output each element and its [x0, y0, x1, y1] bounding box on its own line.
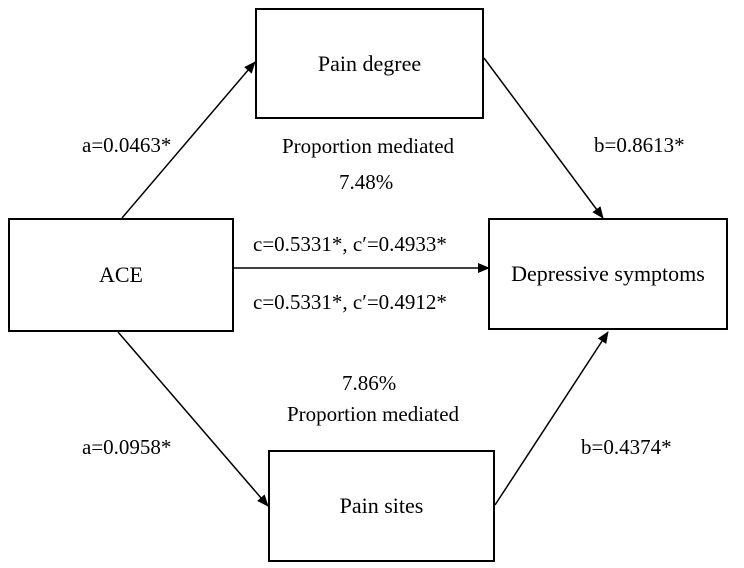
path-b-top-label: b=0.8613* — [594, 133, 685, 157]
mediation-bottom-label: Proportion mediated — [287, 402, 460, 426]
path-c-bottom-label: c=0.5331*, c′=0.4912* — [253, 290, 447, 314]
node-pain-degree: Pain degree — [255, 8, 484, 119]
path-a-bottom-label: a=0.0958* — [82, 435, 172, 459]
mediation-top-value: 7.48% — [339, 170, 394, 194]
path-a-top-label: a=0.0463* — [82, 133, 172, 157]
node-depressive-symptoms: Depressive symptoms — [488, 218, 728, 330]
path-c-top-label: c=0.5331*, c′=0.4933* — [253, 232, 447, 256]
arrow-pain-sites-to-depressive — [494, 331, 609, 506]
mediation-top-label: Proportion mediated — [282, 134, 455, 158]
node-ace: ACE — [8, 218, 234, 332]
arrow-ace-to-pain-degree — [121, 61, 256, 219]
arrow-ace-to-pain-sites — [117, 331, 269, 507]
mediation-bottom-value: 7.86% — [342, 371, 397, 395]
node-pain-sites: Pain sites — [268, 450, 495, 562]
path-b-bottom-label: b=0.4374* — [581, 435, 672, 459]
arrow-pain-degree-to-depressive — [483, 57, 604, 219]
